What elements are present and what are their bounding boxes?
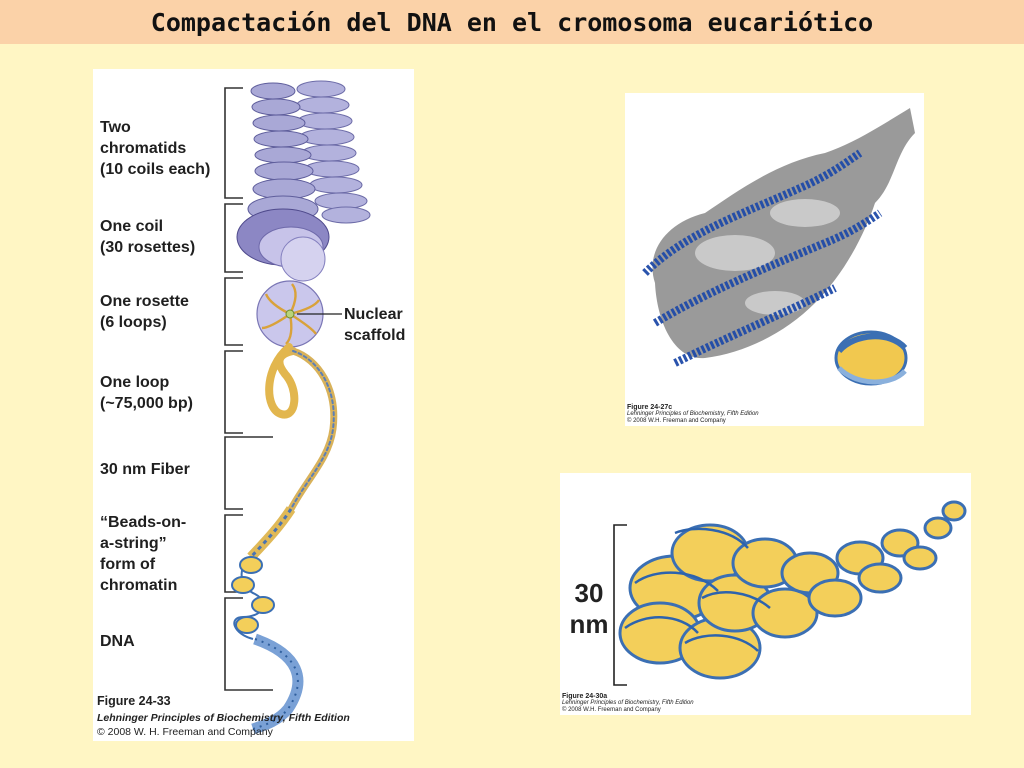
bracket-chromatids [224,87,243,199]
figure-caption-book: Lehninger Principles of Biochemistry, Fi… [562,700,694,706]
chromatin-loop [265,343,338,513]
fiber-illustration [613,500,967,686]
chromosome-compaction-figure: Two chromatids (10 coils each) One coil … [93,69,414,741]
thirty-nm-fiber-figure: 30 nm Figure 24-30a Lehninger Principles… [560,473,971,715]
title-bar: Compactación del DNA en el cromosoma euc… [0,0,1024,44]
level-label: DNA [100,633,135,650]
level-label: (30 rosettes) [100,239,196,256]
beads-on-a-string [231,556,275,640]
level-label: One coil [100,218,164,235]
page-title: Compactación del DNA en el cromosoma euc… [150,7,874,37]
bracket-rosette [224,277,243,346]
bracket-beads [224,514,243,593]
scaffold-label: scaffold [344,327,406,344]
figure-caption: Figure 24-27c [627,404,673,411]
fiber-segment [247,506,296,561]
level-label: One rosette [100,293,189,310]
figure-caption-copyright: © 2008 W. H. Freeman and Company [97,726,273,738]
level-label: (10 coils each) [100,161,211,178]
scaffold-label: Nuclear [344,306,403,323]
bracket-dna [224,597,273,691]
nucleosome-structure-illustration [642,108,915,386]
level-label: chromatids [100,140,187,157]
chromosome-illustration [224,80,371,735]
nucleosome-fiber [618,500,967,680]
nucleosome-structure-figure: Figure 24-27c Lehninger Principles of Bi… [625,93,924,426]
scale-bracket [613,524,627,686]
level-label: a-string” [100,535,167,552]
figure-caption: Figure 24-33 [97,694,171,708]
figure-caption-book: Lehninger Principles of Biochemistry, Fi… [627,411,759,417]
scale-label-unit: nm [569,609,609,639]
coil-of-rosettes [236,208,330,282]
figure-caption-book: Lehninger Principles of Biochemistry, Fi… [97,712,350,724]
dna-wrap [642,149,883,367]
level-label: “Beads-on- [100,514,187,531]
bracket-fiber [224,436,273,510]
level-label: form of [100,556,156,573]
figure-caption-copyright: © 2008 W.H. Freeman and Company [562,707,661,713]
level-label: (~75,000 bp) [100,395,193,412]
bracket-loop [224,350,243,434]
level-label: Two [100,119,131,136]
figure-caption: Figure 24-30a [562,693,608,700]
chromatid-coil-right [296,80,371,224]
level-label: chromatin [100,577,178,594]
level-label: (6 loops) [100,314,167,331]
level-label: 30 nm Fiber [100,461,190,478]
dna-helix [251,633,304,735]
level-label: One loop [100,374,170,391]
nucleosome-inset [834,330,908,386]
figure-caption-copyright: © 2008 W.H. Freeman and Company [627,418,726,424]
bracket-coil [224,203,243,273]
histone-surface [652,108,915,359]
rosette [256,280,324,348]
level-brackets [224,87,273,691]
scale-label-value: 30 [574,578,604,608]
